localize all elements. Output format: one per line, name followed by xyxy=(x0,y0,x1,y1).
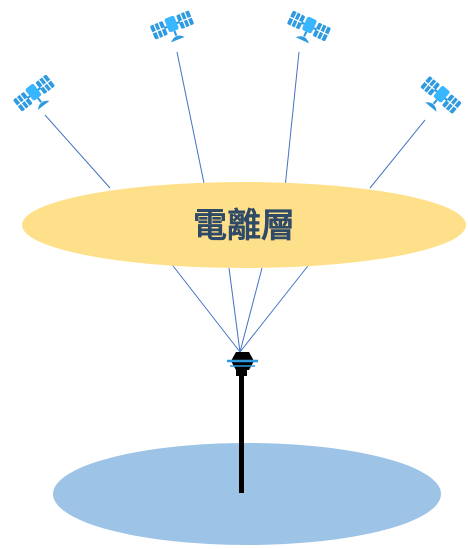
signal-line-upper-1 xyxy=(44,114,111,189)
satellite-icon xyxy=(414,74,464,122)
signal-line-upper-4 xyxy=(369,119,426,189)
ionosphere-label: 電離層 xyxy=(193,206,295,246)
signal-line-lower-2 xyxy=(228,267,241,353)
satellite-icon xyxy=(282,8,333,50)
signal-line-lower-1 xyxy=(169,261,241,353)
satellite-icon xyxy=(11,72,61,119)
ground-ellipse xyxy=(53,443,441,545)
signal-lines xyxy=(44,51,426,353)
signal-line-upper-2 xyxy=(176,51,206,189)
ionosphere-ellipse xyxy=(22,182,466,268)
signal-line-upper-3 xyxy=(284,51,300,189)
gnss-antenna-icon xyxy=(227,352,258,493)
signal-line-lower-3 xyxy=(239,267,263,353)
satellite-icon xyxy=(148,8,199,49)
signal-line-lower-4 xyxy=(239,261,312,353)
